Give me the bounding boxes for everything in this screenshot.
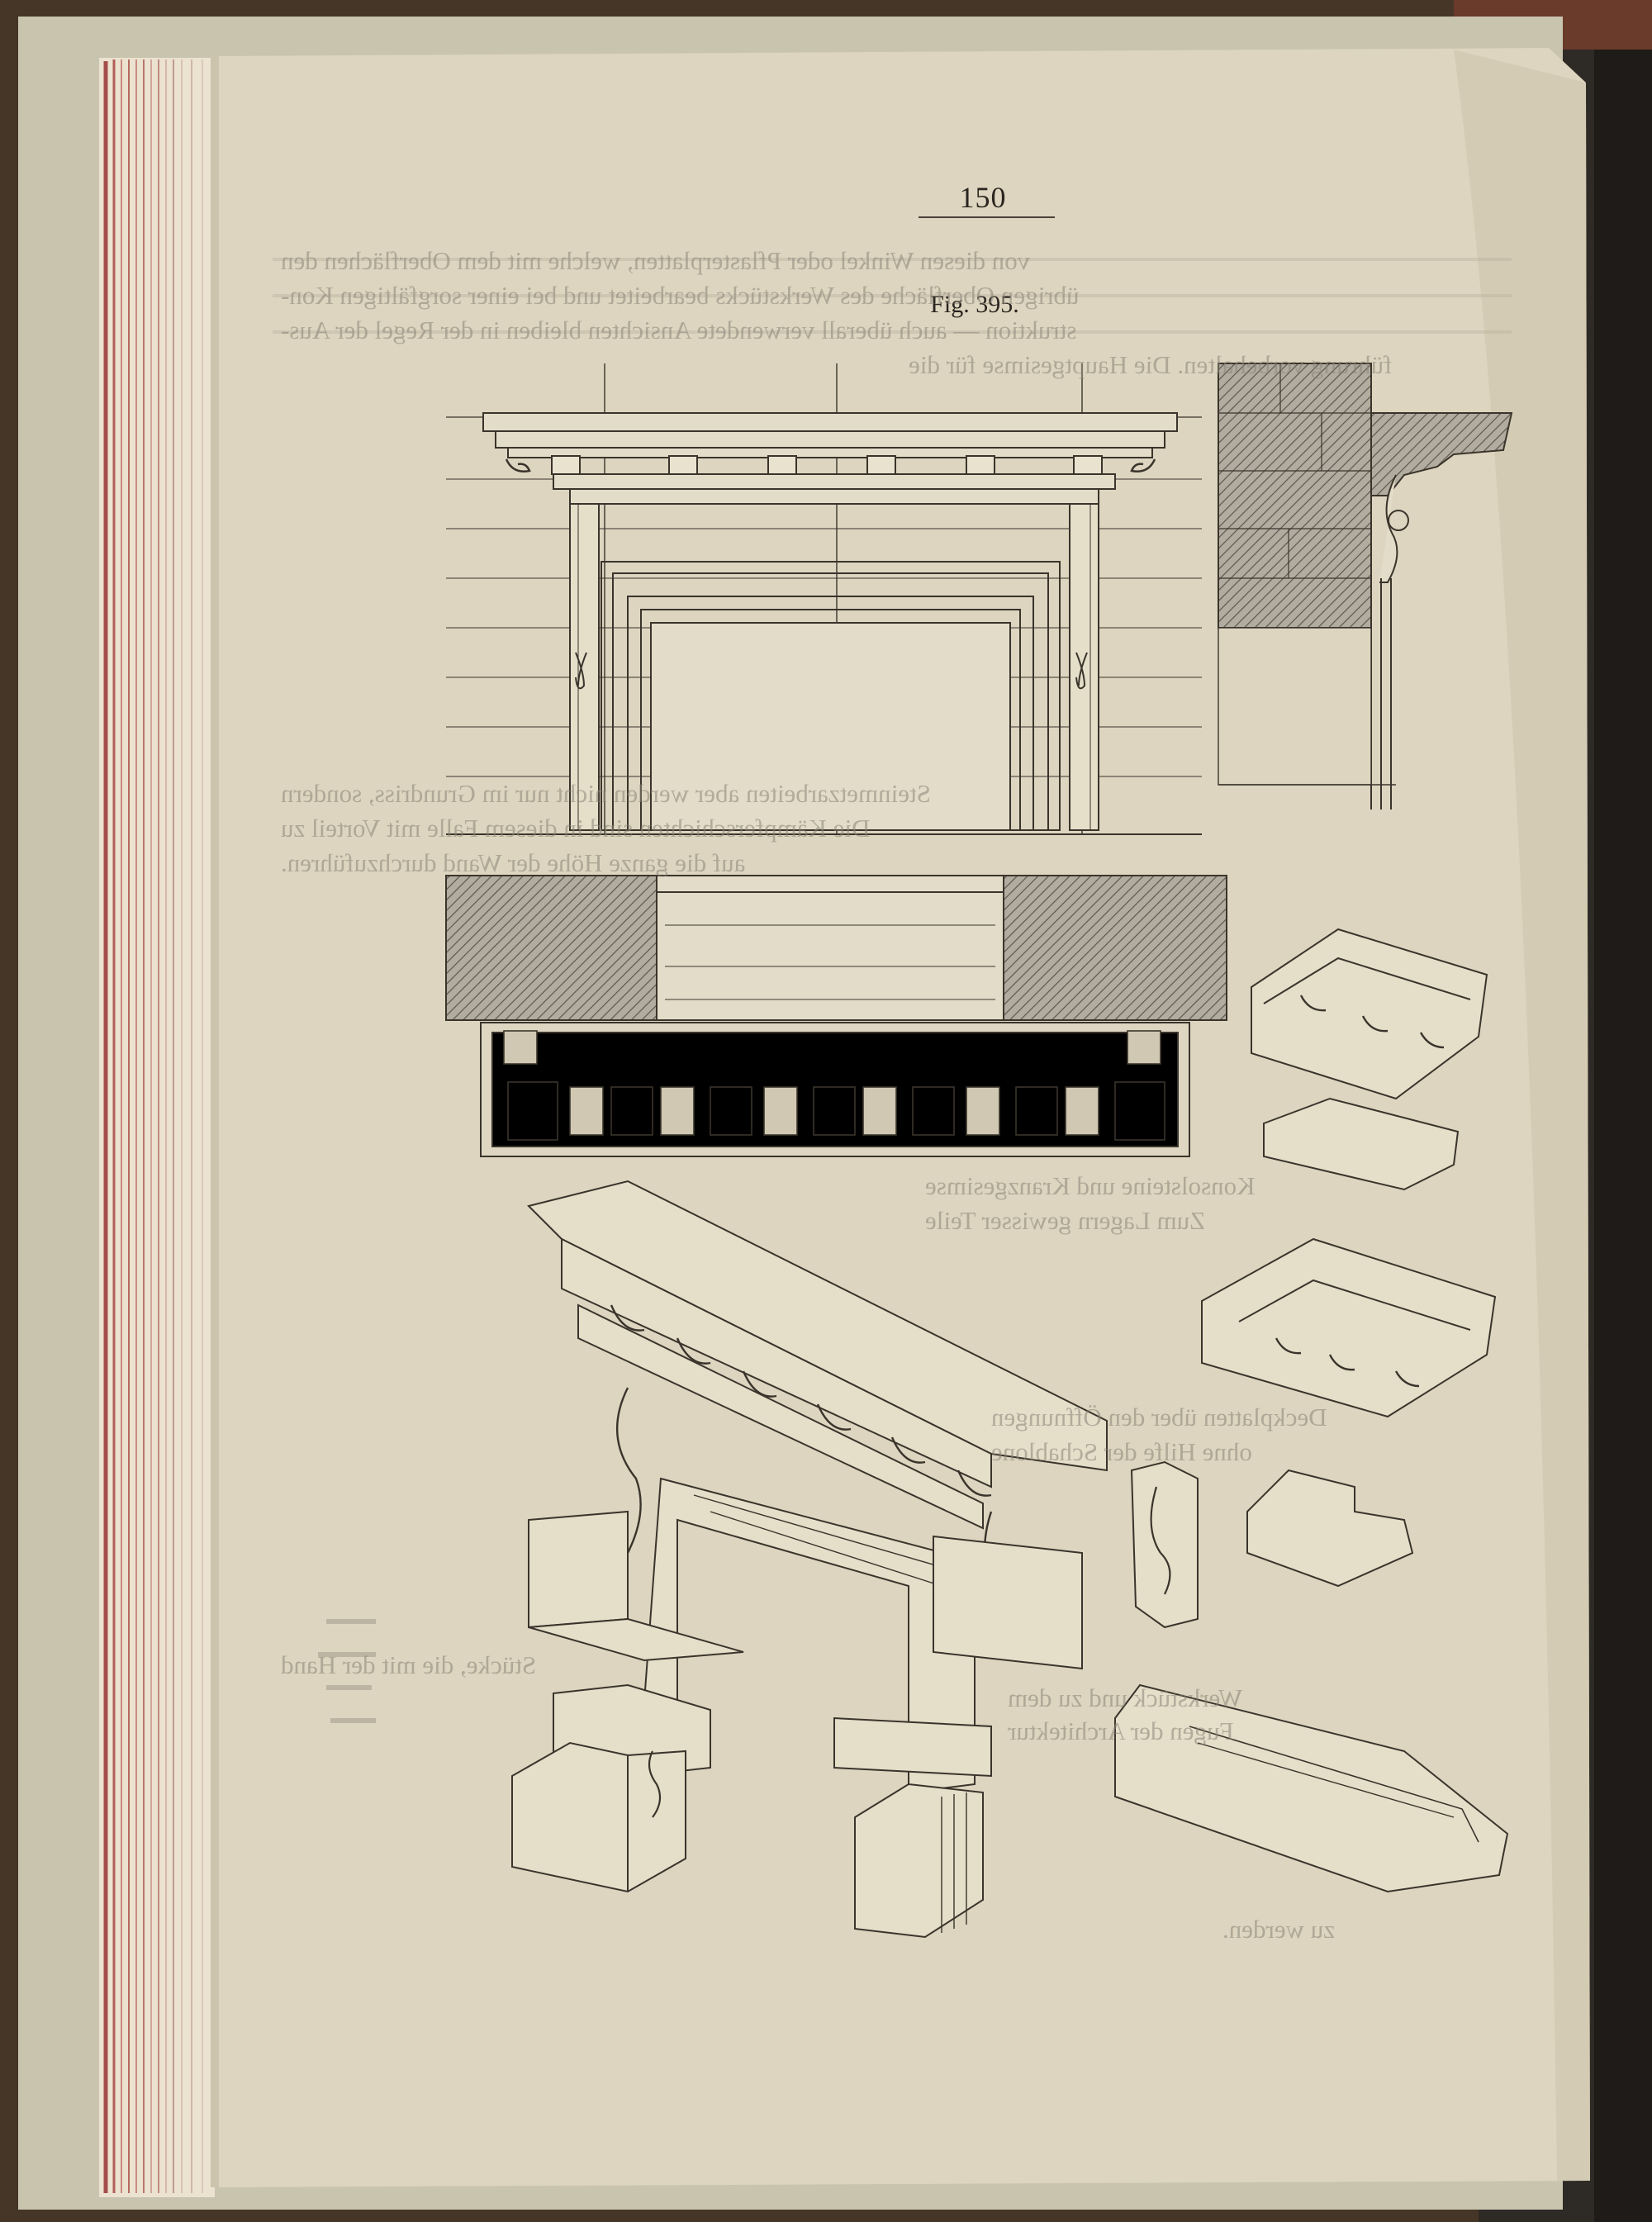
bleed-through-line: struktion — auch überall verwendete Ansi… [281,316,1077,344]
bleed-through-text-lines [273,258,1512,334]
bleed-through-line: Fugen der Architektur [1008,1716,1234,1745]
bleed-through-line: Deckplatten über den Öffnungen [991,1403,1327,1431]
plan [445,875,1227,1157]
corbel-perspective [1114,928,1509,1893]
bleed-through-line: zu werden. [1222,1915,1335,1944]
margin-marks [318,1619,376,1723]
page-block-edges [99,58,215,2197]
figure-label: Fig. 395. [930,291,1019,318]
bleed-through-line: von diesen Winkel oder Pflasterplatten, … [281,246,1031,275]
bleed-through-line: Die Kämpferschichten sind in diesem Fall… [281,814,871,843]
page-number: 150 [959,181,1007,214]
bleed-through-line: Stücke, die mit der Hand [281,1650,537,1679]
page-number-rule [919,216,1055,218]
bleed-through-line: auf die ganze Höhe der Wand durchzuführe… [281,848,746,877]
bleed-through-line: Werkstück und zu dem [1008,1683,1243,1712]
front-elevation [446,363,1202,835]
bleed-through-line: führung vorbehalten. Die Hauptgesimse fü… [909,350,1393,379]
bleed-through-line: Steinmetzarbeiten aber werden nicht nur … [281,779,931,808]
bleed-through-line: Konsolsteine und Kranzgesimse [925,1171,1256,1200]
perspective-doorway [527,1180,1108,1794]
detail-blocks [511,1741,984,1939]
bleed-through-line: übrigen Oberfläche des Werkstücks bearbe… [281,281,1080,310]
bleed-through-line: ohne Hilfe der Schablone [991,1437,1252,1466]
bleed-through-line: Zum Lagern gewisser Teile [925,1206,1206,1235]
side-section [1218,363,1513,810]
